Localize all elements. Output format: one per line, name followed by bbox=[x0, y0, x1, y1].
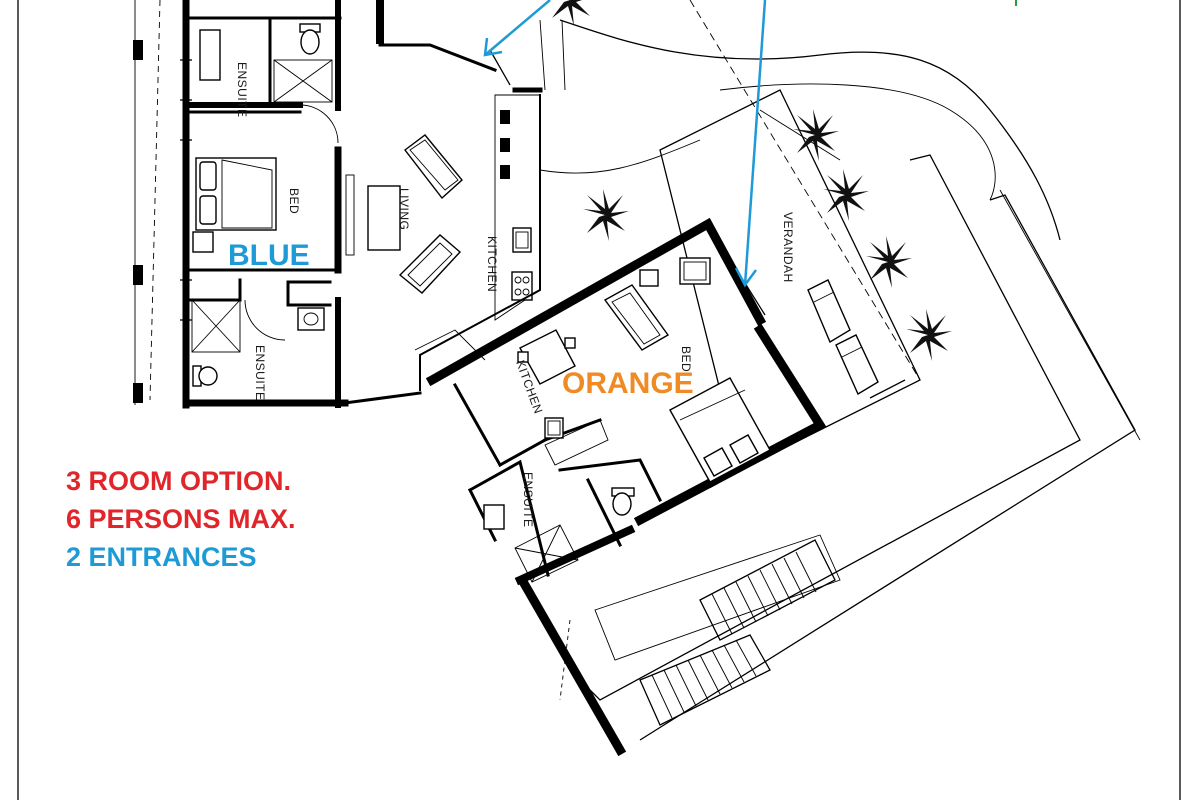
coffee-table bbox=[367, 185, 401, 251]
shower-lower bbox=[191, 299, 241, 353]
lower-terrace bbox=[594, 534, 841, 661]
deck-outline-outer bbox=[639, 194, 1136, 741]
bed-blue bbox=[195, 157, 277, 231]
deck-edge bbox=[999, 189, 1141, 441]
entry-door-blue bbox=[489, 49, 511, 86]
note-entrances: 2 ENTRANCES bbox=[66, 542, 257, 572]
palm-tree-icon bbox=[823, 169, 869, 221]
orange-unit bbox=[425, 217, 827, 757]
garden-edge-curve bbox=[539, 139, 701, 174]
living-north-wall bbox=[378, 43, 497, 72]
note-room-option: 3 ROOM OPTION. bbox=[66, 466, 291, 496]
palm-tree-icon bbox=[583, 189, 629, 241]
room-label-verandah: VERANDAH bbox=[781, 212, 795, 283]
entrance-arrow-icon bbox=[734, 0, 767, 288]
shower-top bbox=[273, 59, 333, 103]
column bbox=[133, 40, 143, 60]
verandah-outline bbox=[659, 89, 921, 471]
orange-west-wall bbox=[452, 382, 503, 468]
entry-line bbox=[561, 19, 566, 91]
sun-lounger-2 bbox=[835, 334, 879, 396]
dining-table-orange bbox=[517, 329, 576, 385]
zone-label-blue: BLUE bbox=[228, 239, 310, 272]
column bbox=[133, 383, 143, 403]
room-label-ensuite-top: ENSUITE bbox=[235, 62, 249, 118]
orange-north-wall bbox=[425, 217, 767, 387]
step bbox=[414, 329, 486, 361]
bedside-table bbox=[192, 231, 214, 253]
palm-tree-icon bbox=[793, 109, 839, 161]
stair-upper-treads bbox=[711, 551, 817, 635]
ensuite-orange-wall bbox=[467, 487, 498, 543]
blue-south-link bbox=[343, 391, 422, 405]
ensuite-orange-wall bbox=[467, 459, 550, 577]
sink-blue bbox=[512, 227, 532, 253]
orange-south-wall bbox=[633, 475, 719, 527]
room-label-living: LIVING bbox=[397, 188, 411, 230]
column bbox=[133, 265, 143, 285]
sofa-orange bbox=[603, 284, 670, 351]
palm-tree-icon bbox=[906, 309, 952, 361]
orange-east-wall bbox=[705, 323, 827, 489]
wall-inner bbox=[429, 44, 481, 66]
verandah-divider bbox=[759, 109, 841, 161]
bed-orange bbox=[669, 377, 771, 483]
side-table bbox=[639, 269, 659, 287]
armchair-orange bbox=[679, 257, 711, 285]
room-label-ensuite-orange: ENSUITE bbox=[521, 472, 535, 528]
kitchen-orange-wall bbox=[497, 437, 548, 468]
stair-upper bbox=[699, 539, 836, 641]
sink-orange bbox=[544, 417, 564, 439]
path-curve-lower bbox=[719, 83, 996, 201]
entrance-arrow-icon bbox=[483, 0, 551, 57]
vanity-orange bbox=[483, 504, 505, 530]
sofa-upper bbox=[404, 134, 463, 200]
palm-tree-icon bbox=[552, 0, 590, 26]
blue-unit bbox=[133, 0, 566, 409]
zone-label-orange: ORANGE bbox=[562, 367, 694, 400]
palm-tree-icon bbox=[866, 236, 912, 288]
door-swing bbox=[244, 299, 286, 341]
blue-dashed-edge bbox=[149, 0, 161, 401]
lower-west-wall bbox=[518, 578, 627, 757]
toilet-lower bbox=[192, 365, 218, 387]
room-label-ensuite-blue: ENSUITE bbox=[253, 345, 267, 401]
verandah-rail bbox=[869, 379, 906, 399]
ensuite-orange-south-wall bbox=[514, 524, 636, 586]
ensuite-orange-wall bbox=[558, 458, 663, 503]
window-mullion bbox=[500, 165, 510, 179]
tv-unit bbox=[345, 174, 355, 256]
sun-lounger-1 bbox=[807, 279, 851, 344]
deck-outline-inner bbox=[589, 154, 1081, 701]
kitchen-orange-bench bbox=[544, 419, 609, 466]
room-label-kitchen-blue: KITCHEN bbox=[485, 236, 499, 292]
toilet-top bbox=[299, 23, 321, 55]
entry-line bbox=[539, 19, 546, 91]
blue-east-wall bbox=[419, 94, 541, 391]
stair-lower bbox=[639, 634, 771, 726]
stair-lower-treads bbox=[651, 639, 757, 719]
window-mullion bbox=[500, 138, 510, 152]
window-mullion bbox=[500, 110, 510, 124]
basin-lower bbox=[297, 307, 325, 331]
note-persons-max: 6 PERSONS MAX. bbox=[66, 504, 296, 534]
room-label-bed-blue: BED bbox=[287, 188, 301, 214]
sofa-lower bbox=[398, 234, 462, 294]
path-curve-upper bbox=[559, 19, 1061, 241]
toilet-orange bbox=[611, 487, 635, 516]
room-label-bed-orange: BED bbox=[679, 346, 693, 372]
vanity-top bbox=[199, 29, 221, 81]
boundary-dashed-line bbox=[689, 0, 921, 381]
door-swing bbox=[299, 104, 339, 144]
